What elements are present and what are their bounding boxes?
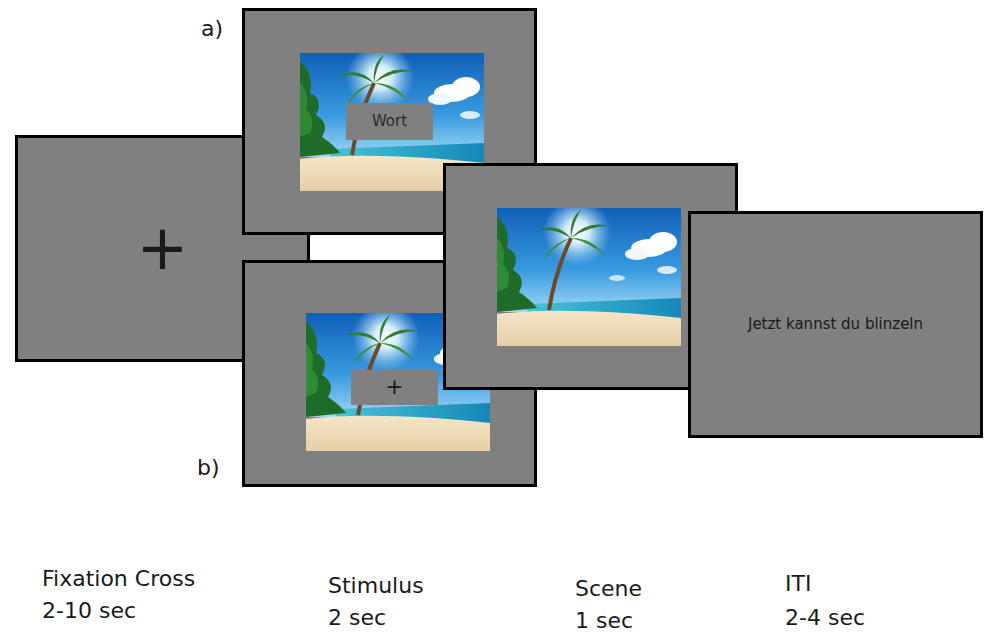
phase-name: Stimulus [328,573,424,598]
condition-letter: a) [201,17,223,41]
word-box: Wort [346,103,433,140]
phase-duration: 1 sec [575,608,633,633]
fixation-cross: + [137,214,189,282]
phase-name: Scene [575,576,642,601]
phase-duration: 2-4 sec [785,605,865,630]
beach-picture [497,198,681,346]
instruction-text: Jetzt kannst du blinzeln [748,316,923,333]
iti-screen: Jetzt kannst du blinzeln [688,211,983,438]
fixation-cross: + [385,375,403,399]
phase-duration: 2-10 sec [42,598,136,623]
condition-letter: b) [197,456,220,480]
phase-duration: 2 sec [328,605,386,630]
screen-frame [445,165,737,389]
phase-name: ITI [785,571,811,596]
word-text: Wort [372,113,407,130]
phase-name: Fixation Cross [42,566,195,591]
cross-box: + [351,370,438,405]
